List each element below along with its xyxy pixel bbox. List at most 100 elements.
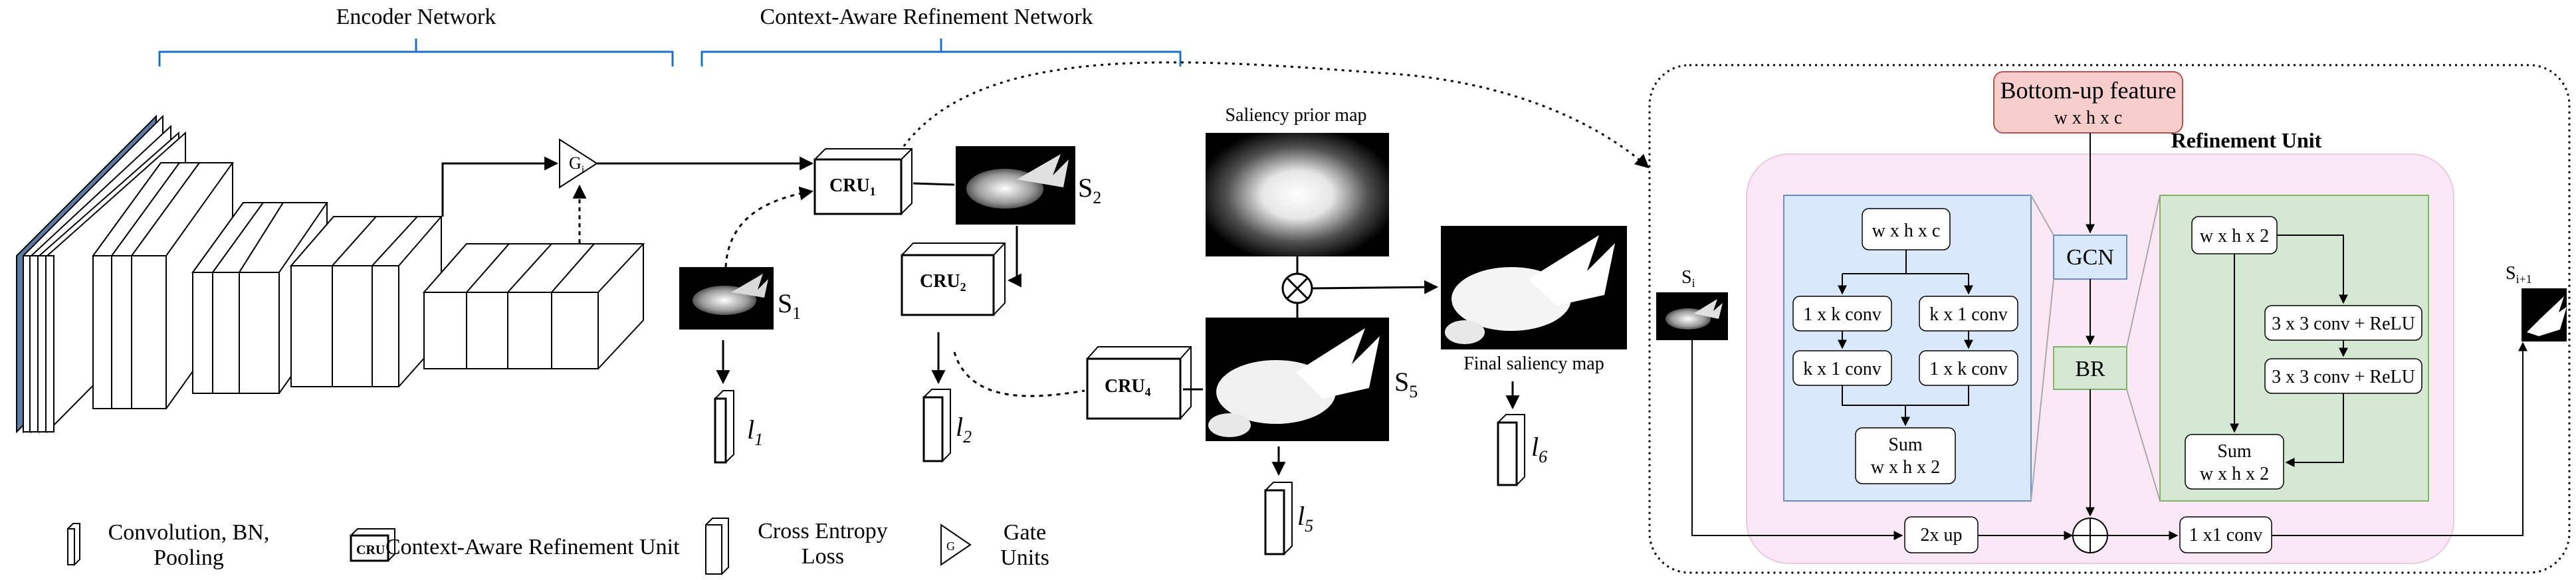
s1-subscript: 1 (792, 304, 801, 323)
loss-l2: l2 (922, 389, 972, 462)
l2-label: l (956, 412, 963, 442)
gcn-label: GCN (2066, 245, 2114, 270)
cru2-label: CRU (920, 271, 960, 292)
saliency-map-s1: S1 (679, 267, 801, 330)
s2-subscript: 2 (1093, 188, 1101, 207)
l5-label: l (1297, 501, 1305, 531)
loss-l5: l5 (1264, 482, 1313, 555)
cru2-subscript: 2 (960, 280, 966, 294)
svg-text:CRU4: CRU4 (1105, 376, 1151, 399)
legend-ce-line1: Cross Entropy (758, 519, 888, 543)
legend-cru-icon: CRU (356, 543, 385, 557)
gcn-conv-kx1-left: k x 1 conv (1803, 359, 1881, 379)
legend-cru: CRU Context-Aware Refinement Unit (350, 528, 680, 562)
svg-text:S1: S1 (778, 288, 801, 323)
si1-subscript: i+1 (2516, 272, 2532, 286)
gcn-detail: w x h x c 1 x k conv k x 1 conv k x 1 co… (1783, 195, 2032, 502)
cru-2: CRU2 (901, 242, 1006, 316)
prior-map-title: Saliency prior map (1225, 105, 1366, 126)
encoder-title: Encoder Network (336, 5, 496, 29)
gate-unit: Gi (559, 138, 598, 189)
svg-text:CRU1: CRU1 (829, 175, 876, 198)
l2-subscript: 2 (963, 427, 972, 446)
gcn-block: GCN (2053, 235, 2127, 280)
br-detail: w x h x 2 3 x 3 conv + ReLU 3 x 3 conv +… (2159, 195, 2429, 502)
gcn-sum-dims: w x h x 2 (1871, 457, 1940, 478)
bottom-up-dims: w x h x c (2054, 108, 2123, 128)
br-sum: Sum (2217, 441, 2252, 462)
l5-subscript: 5 (1305, 516, 1313, 535)
si1-label: S (2506, 263, 2516, 284)
multiply-operator (1281, 256, 1439, 318)
legend-conv-line1: Convolution, BN, (108, 520, 270, 545)
saliency-map-s5: S5 (1206, 318, 1418, 441)
si-subscript: i (1692, 276, 1695, 290)
legend-gate-line1: Gate (1004, 520, 1046, 545)
loss-l6: l6 (1497, 414, 1547, 486)
legend-gate-line2: Units (1000, 545, 1049, 570)
cru1-subscript: 1 (870, 185, 876, 198)
refinement-input-si: Si (1656, 267, 1728, 340)
gate-subscript: i (582, 164, 585, 175)
cru-1: CRU1 (813, 148, 912, 215)
gcn-conv-1xk-right: 1 x k conv (1929, 359, 2007, 379)
svg-text:l5: l5 (1297, 501, 1313, 535)
s5-label: S (1394, 367, 1409, 397)
encoder-connections (441, 156, 814, 243)
svg-text:l1: l1 (747, 415, 763, 449)
gcn-input: w x h x c (1872, 221, 1941, 241)
saliency-prior-map: Saliency prior map (1206, 105, 1389, 256)
conv-1x1-block: 1 x1 conv (2179, 516, 2272, 553)
conv-1x1-label: 1 x1 conv (2189, 525, 2262, 545)
svg-text:S5: S5 (1394, 367, 1418, 401)
br-block: BR (2053, 346, 2127, 390)
l6-subscript: 6 (1539, 447, 1547, 466)
final-map-caption: Final saliency map (1463, 353, 1604, 374)
br-conv2: 3 x 3 conv + ReLU (2272, 367, 2415, 387)
encoder-network (16, 114, 645, 434)
legend-conv-line2: Pooling (154, 545, 224, 570)
gcn-conv-kx1-right: k x 1 conv (1929, 304, 2007, 325)
zoom-lines (2030, 195, 2161, 502)
s2-label: S (1078, 173, 1093, 203)
bottom-up-title: Bottom-up feature (2000, 77, 2177, 104)
gcn-conv-1xk-left: 1 x k conv (1803, 304, 1881, 325)
upsample-label: 2x up (1921, 525, 1963, 545)
svg-text:l2: l2 (956, 412, 972, 446)
encoder-stage-4 (289, 216, 443, 387)
l6-label: l (1531, 432, 1539, 462)
add-operator (2072, 518, 2108, 553)
cru4-label: CRU (1105, 376, 1145, 397)
s5-subscript: 5 (1409, 382, 1418, 401)
refinement-unit-title: Refinement Unit (2171, 128, 2322, 152)
saliency-map-s2: S2 (956, 146, 1101, 225)
encoder-stage-5 (422, 243, 645, 369)
car-bracket: Context-Aware Refinement Network (700, 5, 1182, 66)
svg-text:S2: S2 (1078, 173, 1101, 207)
gcn-sum: Sum (1888, 435, 1923, 455)
bottom-up-feature: Bottom-up feature w x h x c (1993, 71, 2183, 134)
legend-gate-icon: G (946, 539, 955, 553)
s1-label: S (778, 288, 792, 318)
legend-cross-entropy: Cross Entropy Loss (704, 518, 888, 575)
legend-conv: Convolution, BN, Pooling (66, 520, 270, 570)
si-label: S (1681, 267, 1692, 288)
legend-ce-line2: Loss (802, 544, 844, 569)
legend-cru-text: Context-Aware Refinement Unit (385, 535, 680, 559)
legend: Convolution, BN, Pooling CRU Context-Awa… (66, 518, 1049, 575)
encoder-bracket: Encoder Network (158, 5, 674, 66)
car-connections (716, 61, 1650, 476)
cru1-label: CRU (829, 175, 870, 196)
car-title: Context-Aware Refinement Network (760, 5, 1093, 29)
loss-l1: l1 (714, 390, 763, 464)
svg-text:Si+1: Si+1 (2506, 263, 2532, 286)
svg-text:Si: Si (1681, 267, 1695, 290)
gate-label: G (569, 153, 582, 173)
br-sum-dims: w x h x 2 (2200, 464, 2269, 484)
br-conv1: 3 x 3 conv + ReLU (2272, 314, 2415, 334)
refinement-panel: Bottom-up feature w x h x c Refinement U… (1648, 64, 2571, 574)
legend-gate: G Gate Units (940, 520, 1049, 570)
svg-text:l6: l6 (1531, 432, 1547, 466)
